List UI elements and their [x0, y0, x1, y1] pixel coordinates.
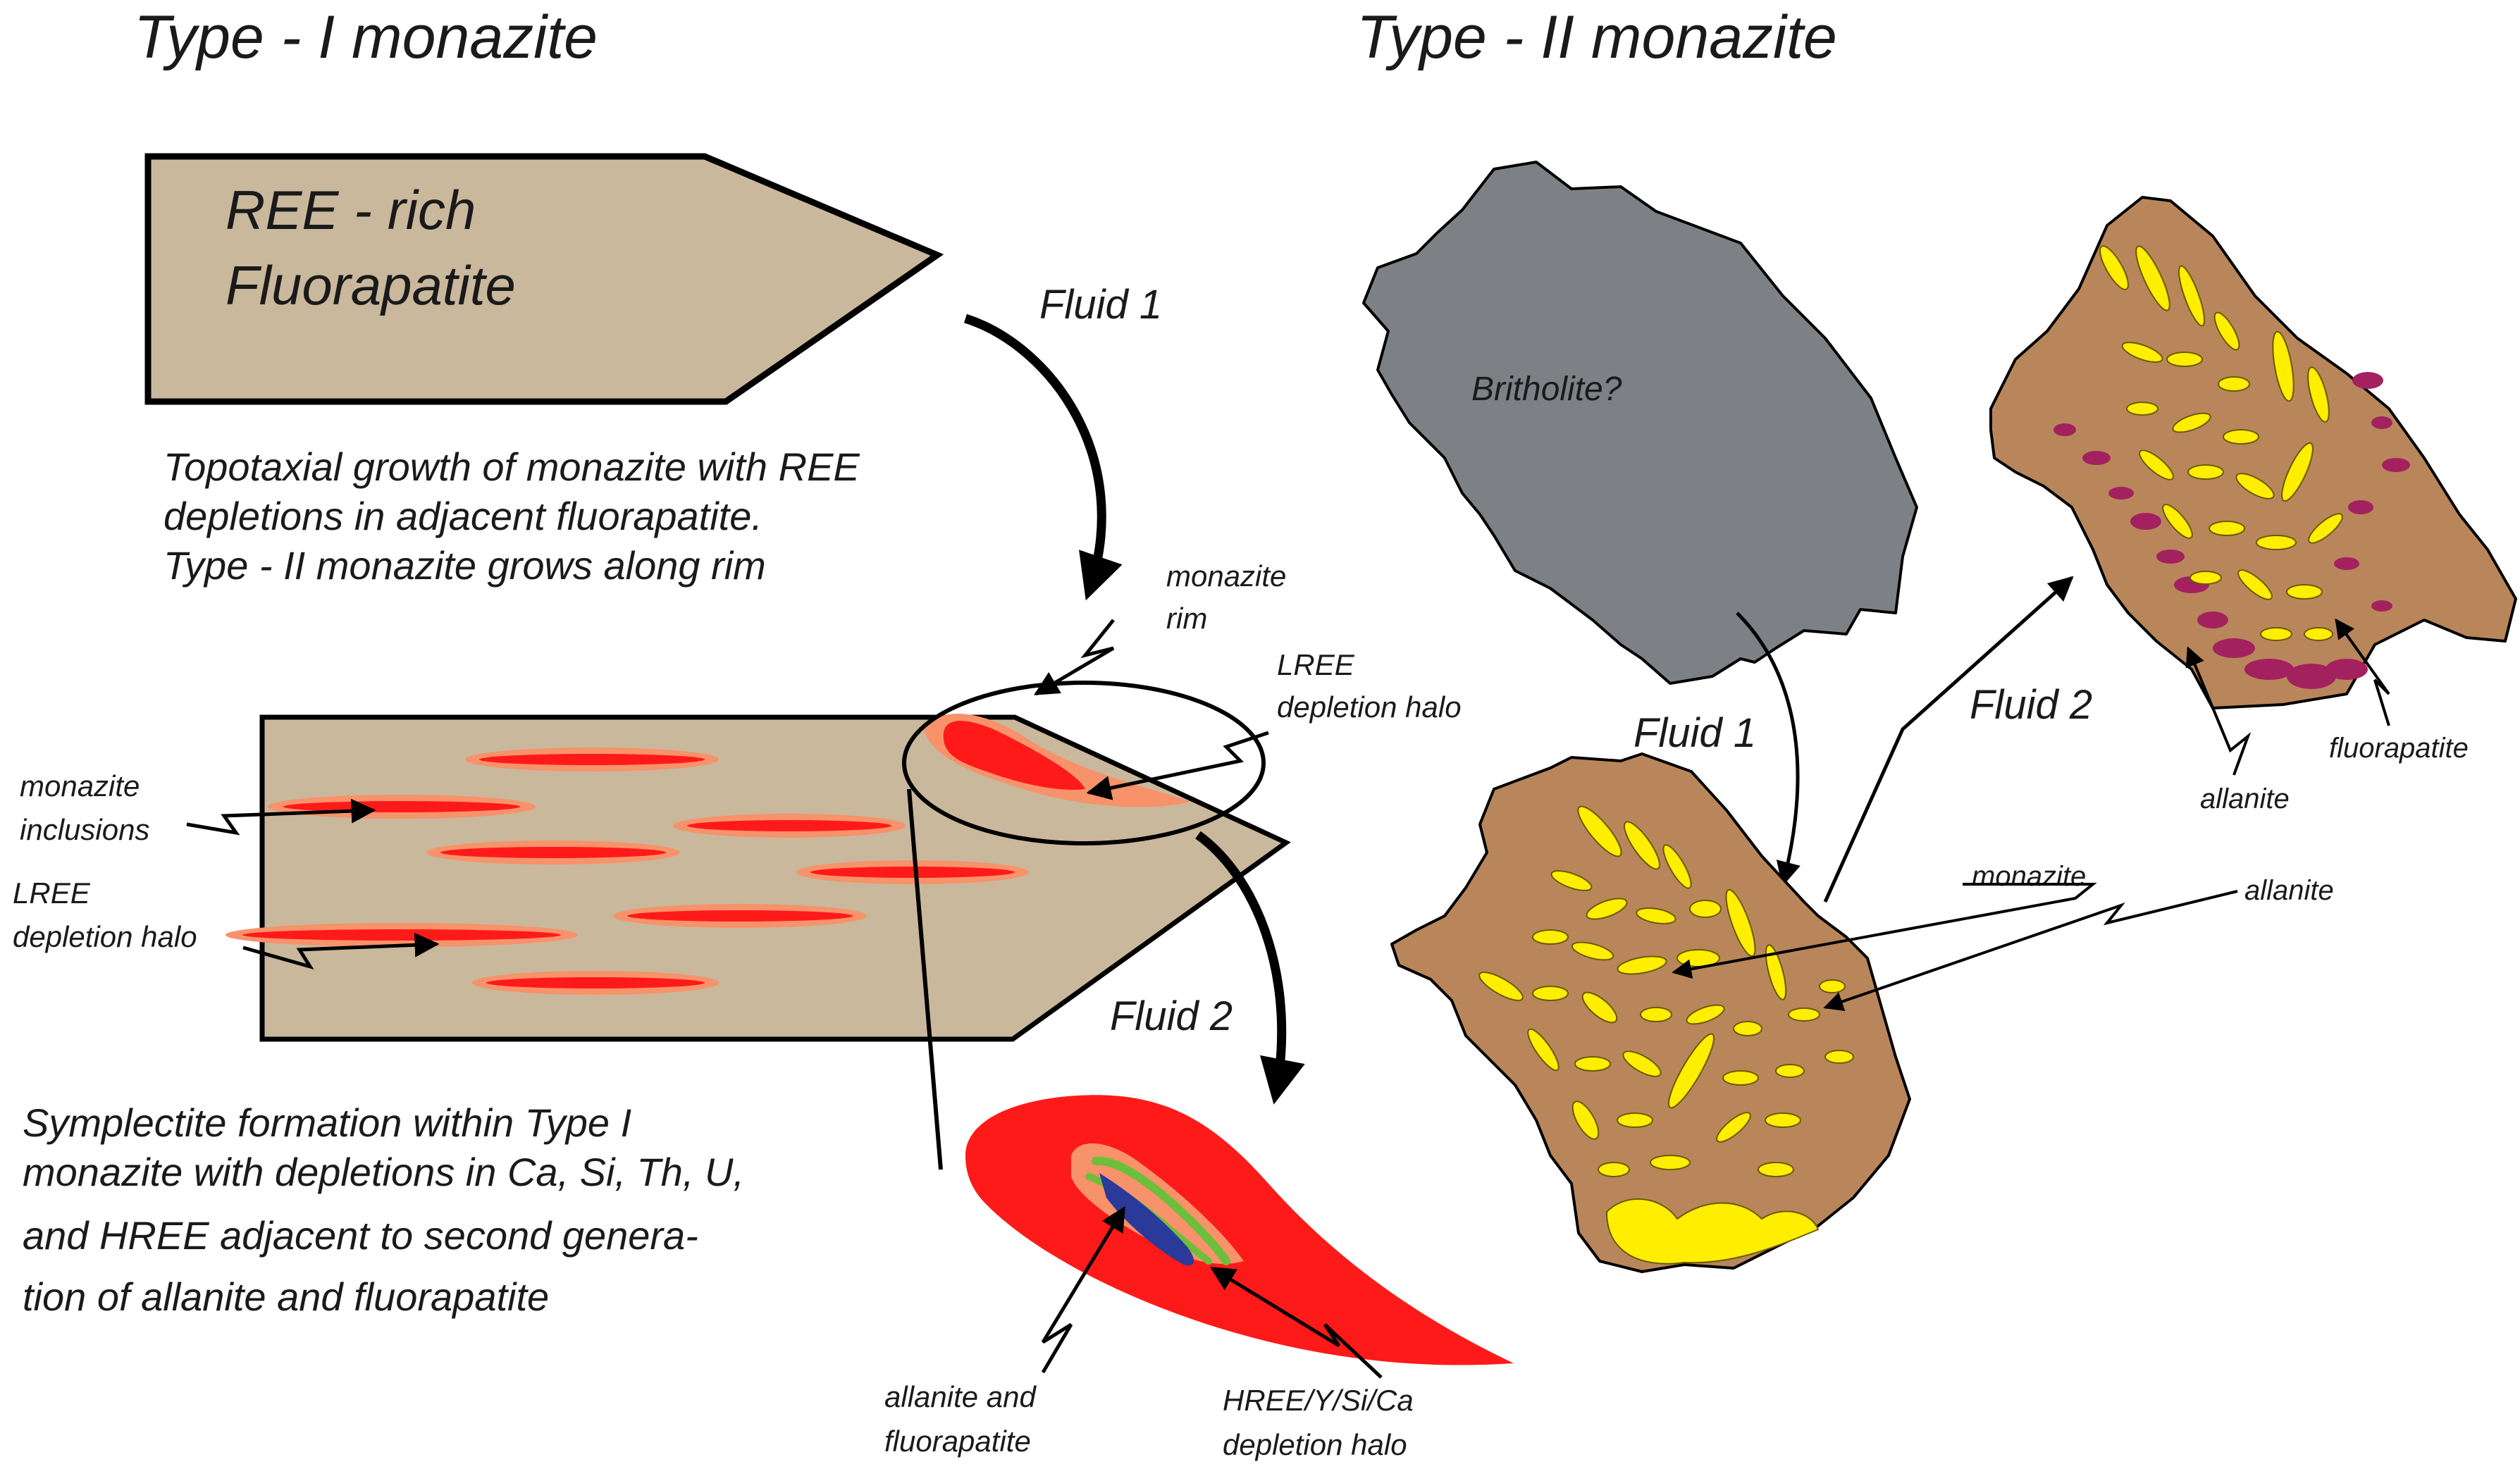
type-2-grain-lower — [1390, 752, 1911, 1273]
monazite-inclusions — [226, 748, 1029, 995]
right-fluid-1-label: Fluid 1 — [1633, 710, 1756, 756]
paragraph-1: Topotaxial growth of monazite with REE d… — [163, 445, 860, 588]
fluid-2-arrow-right — [1823, 576, 2074, 903]
left-fluid-2-label: Fluid 2 — [1110, 993, 1233, 1039]
monazite-inclusions-label-2: inclusions — [20, 813, 149, 846]
paragraph-2-line-4: tion of allanite and fluorapatite — [23, 1275, 549, 1319]
hree-halo-pointer — [1210, 1266, 1383, 1379]
allanite-label-top: allanite — [2200, 783, 2290, 814]
paragraph-1-line-1: Topotaxial growth of monazite with REE — [163, 445, 860, 489]
britholite-grain: Britholite? — [1362, 161, 1918, 685]
hree-halo-label-1: HREE/Y/Si/Ca — [1223, 1384, 1414, 1417]
fluorapatite-crystal-top: REE - rich Fluorapatite — [144, 153, 944, 405]
paragraph-2-line-1: Symplectite formation within Type I — [23, 1100, 631, 1145]
paragraph-2: Symplectite formation within Type I mona… — [23, 1100, 744, 1319]
paragraph-1-line-3: Type - II monazite grows along rim — [163, 543, 766, 588]
monazite-rim-label-2: rim — [1166, 602, 1207, 635]
fluid-2-arrow-left — [1195, 831, 1305, 1105]
fluorapatite-box-line2: Fluorapatite — [226, 254, 516, 316]
title-type-2: Type - II monazite — [1357, 4, 1837, 71]
monazite-rim-label-1: monazite — [1166, 559, 1286, 593]
enlarged-monazite-grain — [965, 1095, 1514, 1365]
hree-halo-label-2: depletion halo — [1223, 1428, 1407, 1461]
fluorapatite-box-line1: REE - rich — [226, 179, 476, 241]
monazite-label-right: monazite — [1972, 861, 2086, 892]
allanite-fluorapatite-label-1: allanite and — [884, 1380, 1037, 1413]
lree-halo-top-pointer — [1086, 731, 1269, 800]
zoom-connector-line — [907, 788, 943, 1170]
monazite-inclusions-label-1: monazite — [20, 769, 140, 802]
type-2-grain-upper — [1989, 196, 2517, 709]
lree-halo-left-label-1: LREE — [13, 876, 91, 910]
allanite-fluorapatite-pointer — [1041, 1206, 1126, 1374]
paragraph-1-line-2: depletions in adjacent fluorapatite. — [163, 494, 762, 538]
britholite-label: Britholite? — [1471, 371, 1622, 408]
allanite-pointer-mid — [1823, 890, 2238, 1012]
title-type-1: Type - I monazite — [134, 4, 598, 71]
fluorapatite-pointer-right — [2335, 618, 2390, 726]
lree-halo-left-label-2: depletion halo — [13, 920, 197, 953]
paragraph-2-line-3: and HREE adjacent to second genera- — [23, 1213, 698, 1258]
right-fluid-2-label: Fluid 2 — [1970, 682, 2092, 728]
allanite-pointer-top — [2185, 646, 2252, 776]
fluid-1-arrow-right — [1736, 612, 1801, 887]
fluorapatite-label-right: fluorapatite — [2329, 733, 2469, 764]
lree-halo-left-pointer — [242, 932, 440, 970]
monazite-pointer-right — [1672, 883, 2097, 979]
allanite-label-mid: allanite — [2244, 875, 2334, 906]
monazite-rim-pointer — [1033, 619, 1115, 696]
zoom-ellipse — [902, 681, 1266, 845]
lree-halo-top-label-1: LREE — [1277, 648, 1355, 681]
lree-halo-top-label-2: depletion halo — [1277, 690, 1462, 724]
left-fluid-1-label: Fluid 1 — [1039, 282, 1162, 328]
fluid-1-arrow-left — [964, 314, 1123, 601]
fluorapatite-crystal-lower — [226, 713, 1291, 1042]
paragraph-2-line-2: monazite with depletions in Ca, Si, Th, … — [23, 1150, 744, 1194]
allanite-fluorapatite-label-2: fluorapatite — [884, 1425, 1031, 1458]
monazite-inclusions-pointer — [186, 798, 376, 836]
